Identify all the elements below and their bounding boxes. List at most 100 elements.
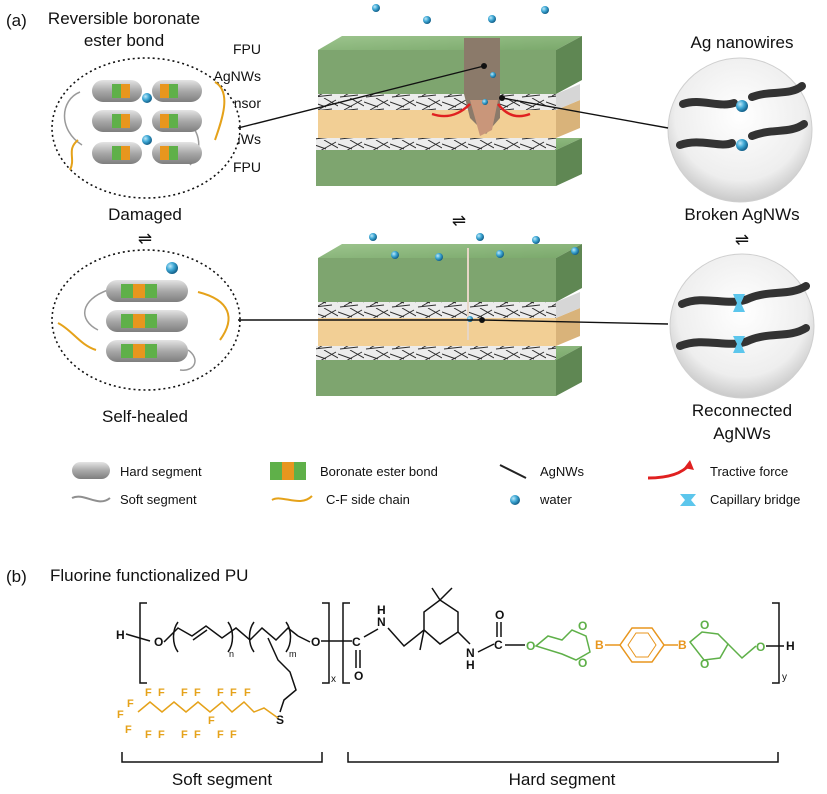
atom-o: O [526,639,535,653]
legend-label-boronate: Boronate ester bond [320,464,438,479]
water-icon [510,495,520,505]
atom-n: N [466,646,475,660]
right-equilibrium-arrow: ⇌ [735,230,749,249]
hard-segment-label: Hard segment [509,770,616,789]
tractive-force-icon [647,462,692,480]
legend-label-agnws: AgNWs [540,464,585,479]
legend-label-hard-segment: Hard segment [120,464,202,479]
reconnected-agnws-sphere [669,253,815,399]
center-equilibrium-arrow: ⇌ [452,211,466,230]
healed-sensor-stack [316,244,582,396]
subscript-n: n [229,649,234,659]
atom-c: C [352,635,361,649]
atom-f: F [194,729,201,741]
water-droplets-bottom [369,233,579,261]
water-droplet [142,93,152,103]
atom-s: S [276,713,284,727]
boronate-ester-bond-icon [270,462,306,480]
atom-o: O [311,635,320,649]
atom-f: F [244,687,251,699]
atom-f: F [181,687,188,699]
atom-o: O [154,635,163,649]
atom-f: F [125,724,132,736]
atom-h-left: H [116,628,125,642]
capillary-bridge-icon [680,494,696,506]
legend-label-tractive-force: Tractive force [710,464,788,479]
atom-f: F [194,687,201,699]
atom-f: F [230,687,237,699]
water-droplets-top [372,4,549,105]
panel-b-label: (b) [6,567,27,586]
soft-segment-label: Soft segment [172,770,272,789]
capillary-bridge [733,336,745,353]
broken-agnws-sphere [667,57,813,203]
left-top-title-line2: ester bond [84,31,164,50]
damaged-molecular-circle [51,57,241,199]
atom-f: F [181,729,188,741]
atom-o: O [578,656,587,670]
water-droplet [736,100,748,112]
atom-f: F [158,687,165,699]
atom-f: F [217,687,224,699]
water-droplet [142,135,152,145]
boronate-ester-blocks [112,84,178,160]
panel-b-title: Fluorine functionalized PU [50,566,248,585]
boronate-ester-blocks [121,284,157,358]
tractive-force-arrow [431,103,471,118]
atom-o: O [495,608,504,622]
atom-b: B [678,638,687,652]
right-top-title: Ag nanowires [690,33,793,52]
fluorine-atoms: F F F F F F F F F F F F F F F F F [117,687,251,741]
legend-label-capillary: Capillary bridge [710,492,800,507]
atom-o: O [700,657,709,671]
broken-agnws-label: Broken AgNWs [684,205,799,224]
water-droplet [166,262,178,274]
capillary-bridge [733,294,745,312]
legend: Hard segment Boronate ester bond AgNWs T… [71,460,800,507]
agnws-icon [499,464,527,479]
reconnected-label-line2: AgNWs [713,424,771,443]
atom-f: F [127,698,134,710]
layer-label-agnws-top: AgNWs [214,68,261,84]
self-healed-label: Self-healed [102,407,188,426]
panel-a-label: (a) [6,11,27,30]
callout-lines [237,65,669,325]
subscript-m: m [289,649,297,659]
atom-f: F [208,715,215,727]
atom-c: C [494,638,503,652]
atom-h: H [466,658,475,672]
reconnected-label-line1: Reconnected [692,401,792,420]
tractive-force-arrow [497,103,531,118]
atom-o: O [578,619,587,633]
subscript-x: x [331,674,336,685]
legend-label-cf: C-F side chain [326,492,410,507]
atom-o: O [756,640,765,654]
layer-label-fpu-top: FPU [233,41,261,57]
atom-f: F [158,729,165,741]
left-top-title-line1: Reversible boronate [48,9,200,28]
damaged-label: Damaged [108,205,182,224]
left-equilibrium-arrow: ⇌ [138,229,152,248]
atom-f: F [145,729,152,741]
atom-f: F [217,729,224,741]
hard-segment-icon [72,462,110,479]
legend-label-water: water [539,492,572,507]
layer-label-fpu-bottom: FPU [233,159,261,175]
cf-side-chain-icon [271,495,313,502]
self-healed-molecular-circle [51,249,241,391]
water-droplet [736,139,748,151]
atom-f: F [230,729,237,741]
atom-o: O [354,669,363,683]
atom-h: H [377,603,386,617]
subscript-y: y [782,672,787,683]
atom-o: O [700,618,709,632]
atom-h-right: H [786,639,795,653]
atom-b: B [595,638,604,652]
legend-label-soft-segment: Soft segment [120,492,197,507]
pu-structure: H O n m O x S F F F F F F F F F F [116,587,795,789]
atom-f: F [145,687,152,699]
soft-segment-icon [71,495,111,503]
atom-n: N [377,615,386,629]
atom-f: F [117,709,124,721]
